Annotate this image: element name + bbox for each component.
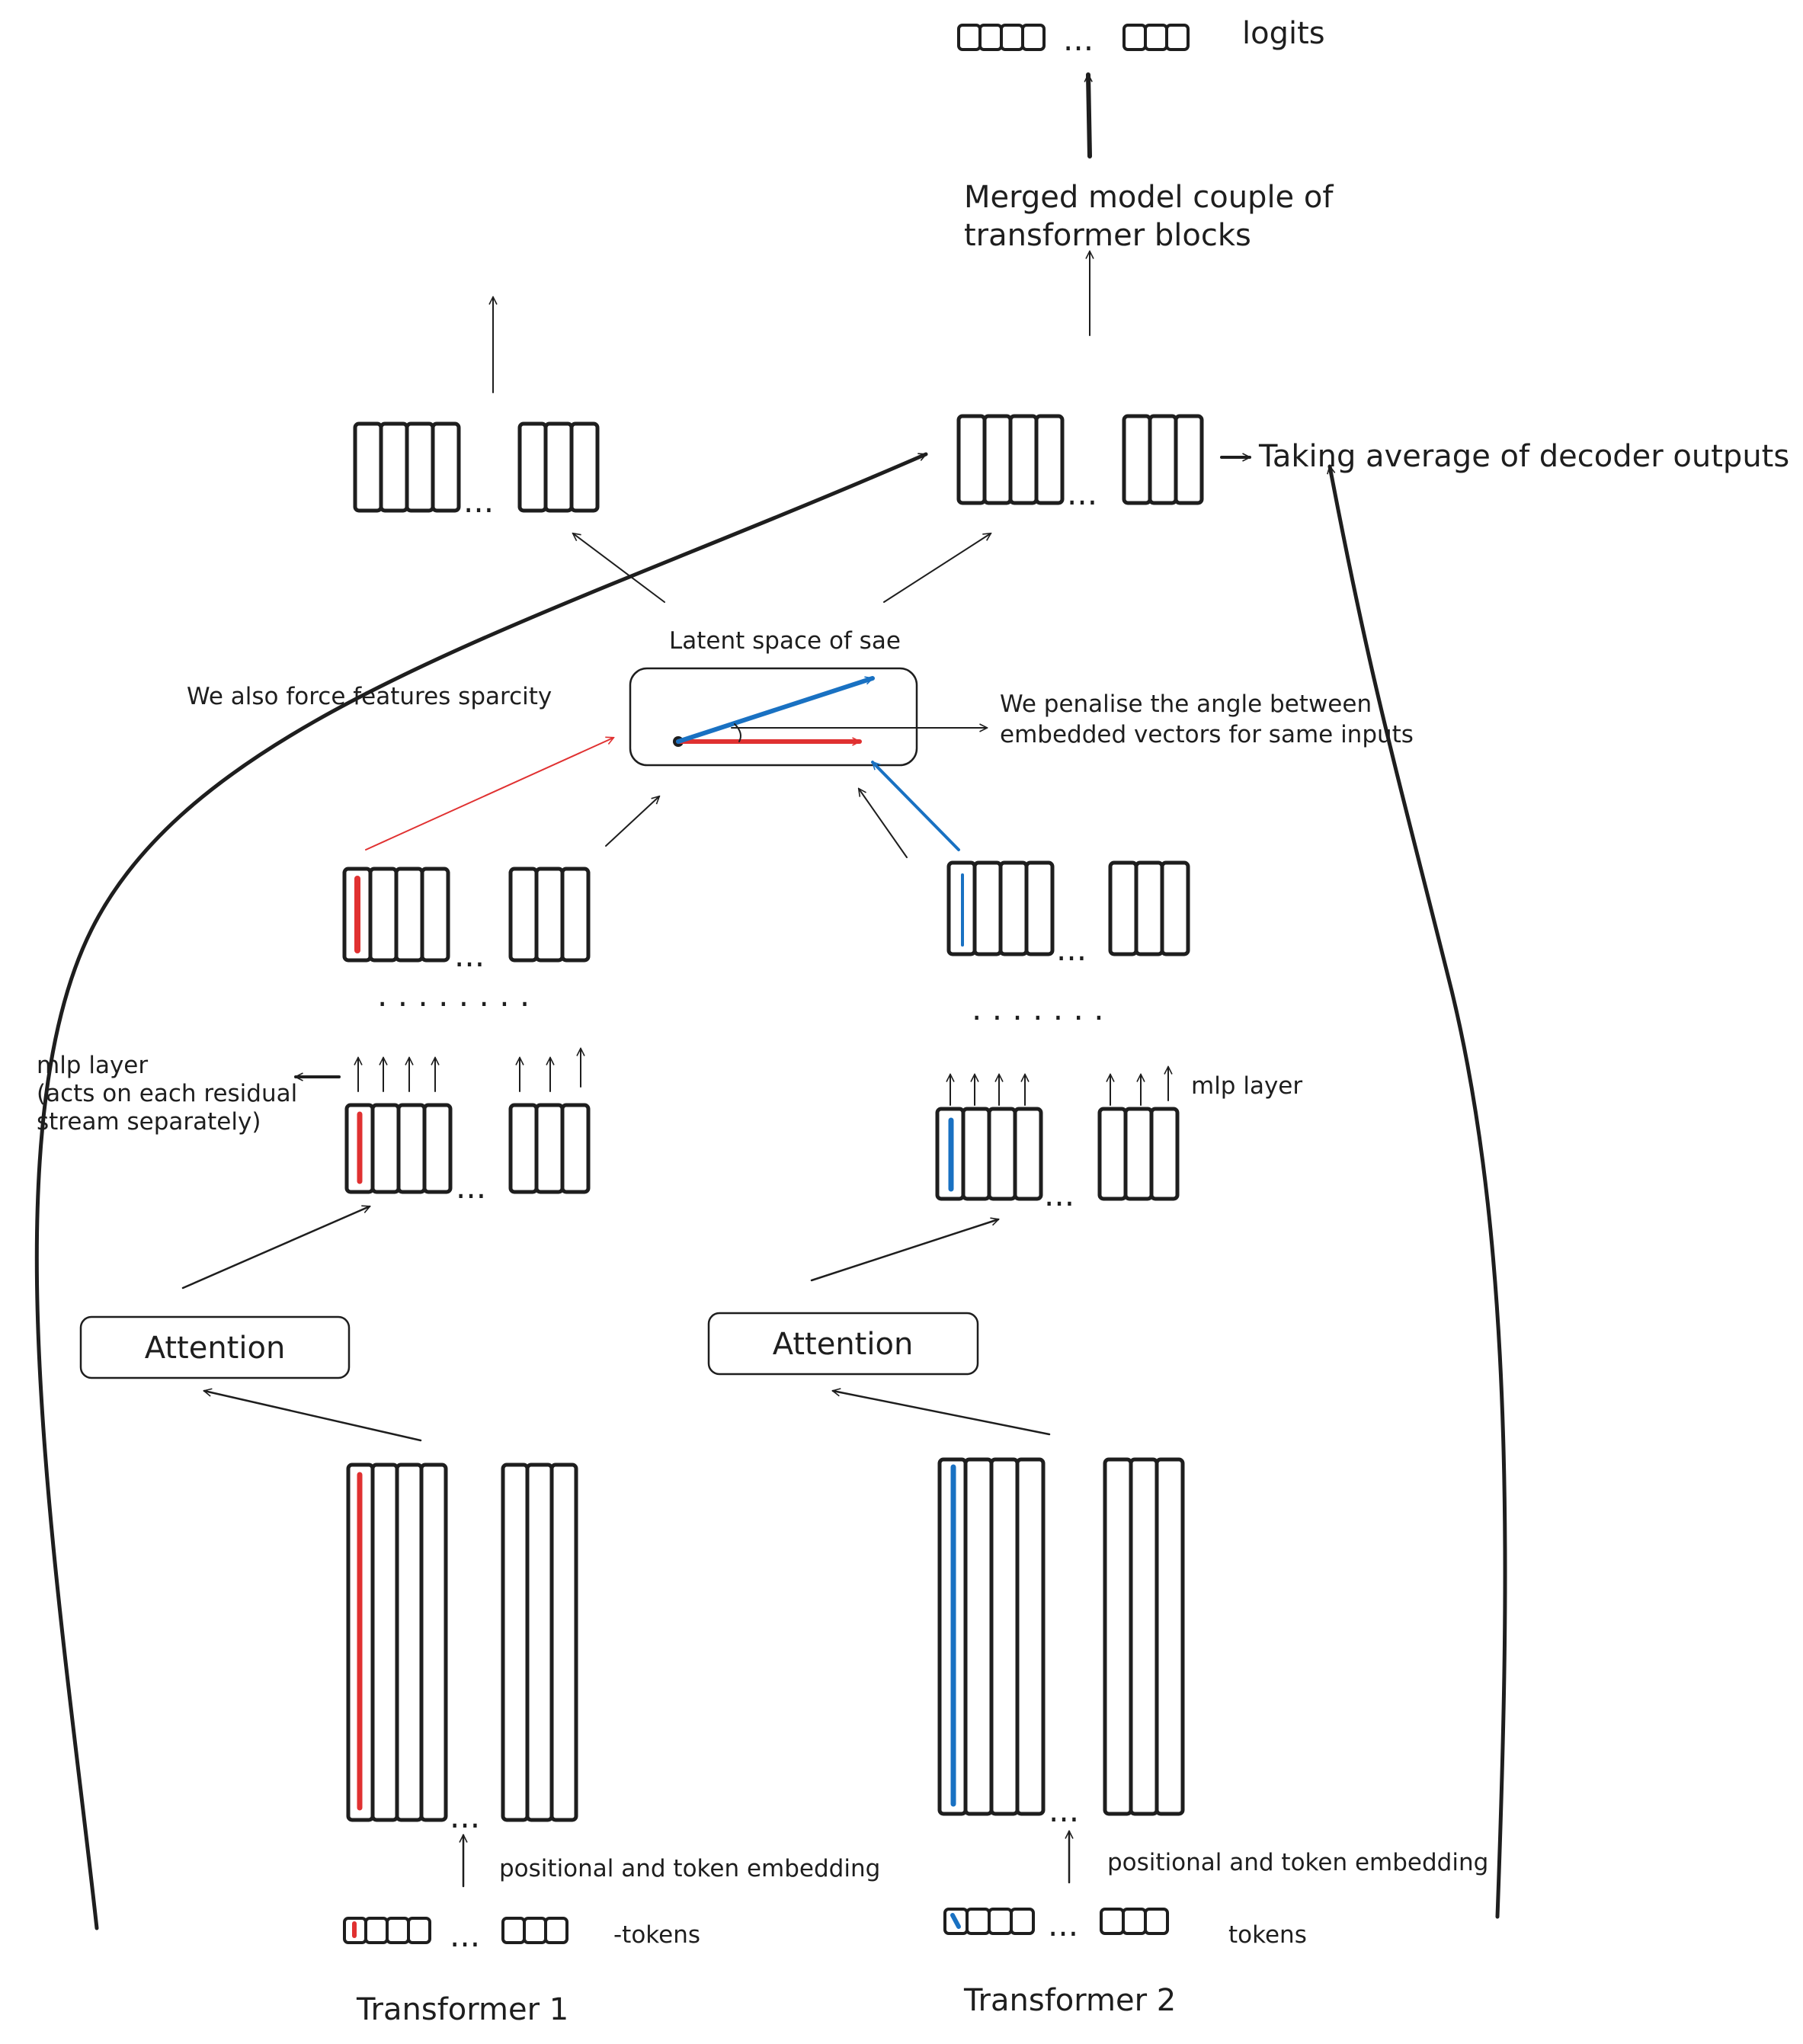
embedding-right-label: positional and token embedding	[1107, 1849, 1488, 1876]
arrow-red-embedding-to-latent	[365, 738, 613, 851]
t1-embedding-residual	[346, 1463, 578, 1822]
penalise-angle-line-1: We penalise the angle between	[1000, 690, 1372, 718]
t2-residual-mid	[935, 1107, 1180, 1201]
decoder-output-left	[353, 421, 600, 513]
arrow-attention-left-to-residual	[181, 1206, 370, 1290]
ellipsis-t2-embedding: ...	[1049, 1792, 1079, 1829]
ellipsis-decoder-averaged: ...	[1067, 475, 1097, 512]
ellipsis-decoder-left: ...	[463, 482, 494, 520]
arrow-attention-right-to-residual	[810, 1219, 998, 1282]
t1-residual-upper	[342, 867, 591, 963]
ellipsis-t2-mid: ...	[1044, 1176, 1074, 1213]
arrow-to-logits	[1088, 72, 1090, 159]
mlp-left-line-3: stream separately)	[37, 1108, 261, 1136]
skip-arrow-right	[1330, 464, 1507, 1919]
attention-right-box	[707, 1312, 979, 1376]
t1-tokens	[343, 1917, 568, 1944]
transformer-2-label: Transformer 2	[963, 1983, 1176, 2018]
t2-residual-upper	[946, 860, 1190, 956]
arrow-embedding-left-to-attention	[204, 1391, 422, 1442]
arrow-blue-embedding-to-latent	[871, 761, 960, 851]
force-sparsity-label: We also force features sparcity	[187, 683, 552, 710]
skip-arrow-left	[34, 452, 928, 1930]
attention-right-label: Attention	[773, 1327, 914, 1362]
embedding-left-label: positional and token embedding	[499, 1855, 880, 1882]
arrow-latent-to-left-output	[573, 533, 665, 603]
taking-average-label: Taking average of decoder outputs	[1258, 439, 1789, 474]
angle-arc	[734, 723, 741, 742]
logits-vector	[957, 24, 1190, 51]
penalise-angle-line-2: embedded vectors for same inputs	[1000, 721, 1414, 748]
attention-left-box	[79, 1315, 351, 1379]
tokens-right-label: tokens	[1228, 1921, 1307, 1949]
ellipsis-t1-embedding: ...	[450, 1798, 480, 1835]
arrow-embedding-right-to-attention	[833, 1391, 1051, 1436]
decoder-output-averaged	[956, 414, 1204, 505]
mlp-layer-left-label: mlp layer (acts on each residual stream …	[37, 1052, 305, 1136]
latent-vector-blue	[676, 676, 875, 744]
merged-model-line-1: Merged model couple of	[964, 180, 1334, 215]
ellipsis-t2-tokens: ...	[1048, 1906, 1078, 1943]
t1-mlp-arrows	[358, 1049, 581, 1092]
t2-embedding-residual	[937, 1457, 1185, 1816]
ellipsis-t1-mid: ...	[456, 1168, 486, 1206]
merged-model-line-2: transformer blocks	[964, 218, 1251, 253]
t1-residual-mid	[344, 1103, 591, 1194]
ellipsis-t1-upper: ...	[454, 937, 485, 974]
ellipsis-t2-upper: ...	[1056, 931, 1087, 968]
mlp-left-line-1: mlp layer	[37, 1052, 148, 1079]
dots-t1-layers: . . . . . . . .	[377, 976, 530, 1014]
arrow-right-to-latent	[859, 789, 908, 858]
t2-tokens	[943, 1908, 1169, 1935]
arrow-left-to-latent	[605, 796, 659, 847]
ellipsis-logits: ...	[1063, 21, 1094, 58]
t2-mlp-arrows	[950, 1067, 1168, 1106]
penalise-angle-label: We penalise the angle between embedded v…	[1000, 690, 1414, 748]
merged-model-label: Merged model couple of transformer block…	[964, 180, 1343, 253]
mlp-left-line-2: (acts on each residual	[37, 1080, 297, 1107]
logits-label: logits	[1242, 16, 1325, 51]
dots-t2-layers: . . . . . . .	[972, 990, 1104, 1027]
transformer-1-label: Transformer 1	[356, 1992, 568, 2027]
latent-space-box	[629, 667, 918, 767]
arrow-latent-to-averaged-output	[883, 533, 991, 603]
mlp-layer-right-label: mlp layer	[1191, 1072, 1302, 1100]
latent-space-label: Latent space of sae	[669, 627, 901, 655]
tokens-left-label: -tokens	[613, 1921, 700, 1949]
ellipsis-t1-tokens: ...	[450, 1917, 480, 1954]
t2-token-blue-mark	[950, 1913, 961, 1929]
attention-left-label: Attention	[145, 1331, 286, 1366]
